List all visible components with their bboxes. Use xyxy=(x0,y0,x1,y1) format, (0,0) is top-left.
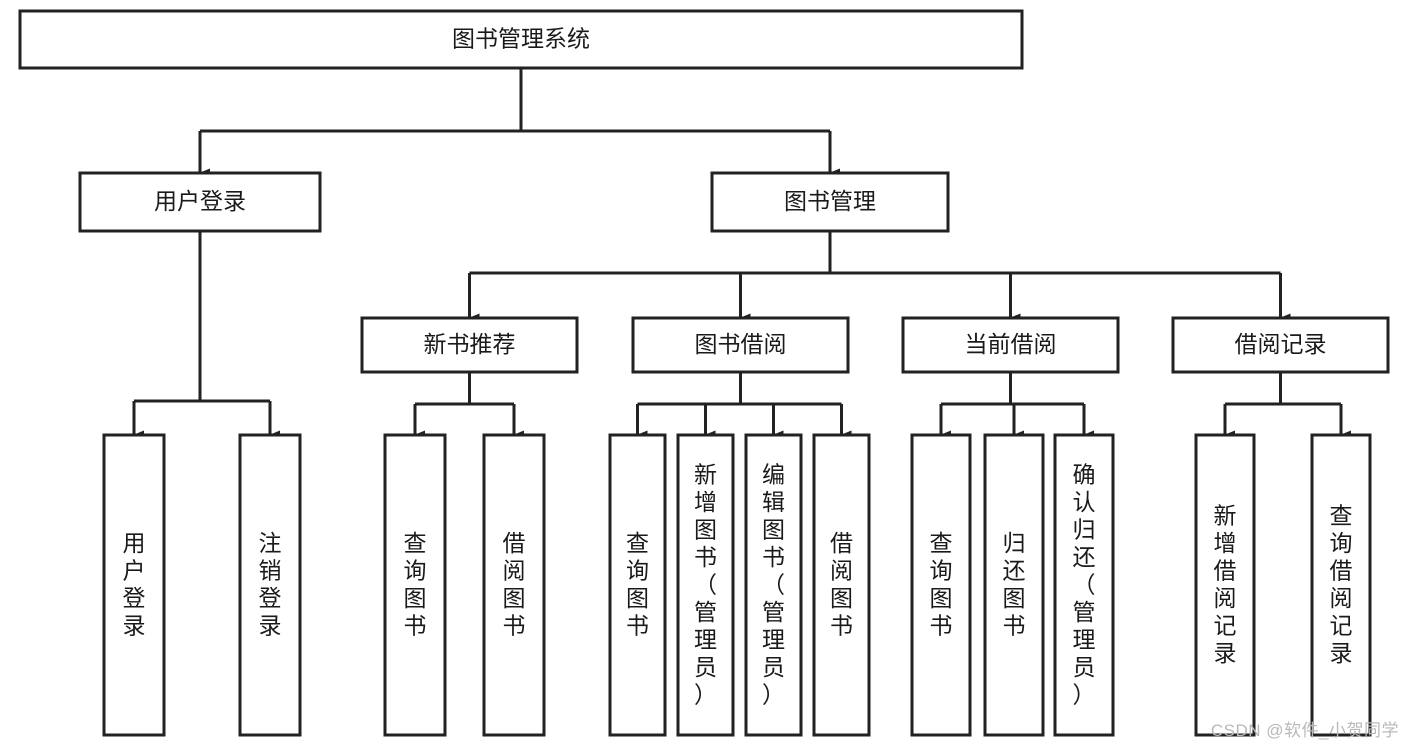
node-label: 注销登录 xyxy=(259,530,282,639)
node-leaf-borrow-book-1[interactable]: 借阅图书 xyxy=(482,433,546,737)
node-label: 查询图书 xyxy=(930,530,953,639)
node-leaf-query-book-2[interactable]: 查询图书 xyxy=(608,433,667,737)
node-label: 借阅图书 xyxy=(830,530,853,639)
node-box xyxy=(676,433,735,737)
node-box xyxy=(744,433,803,737)
node-label: 图书管理 xyxy=(784,188,876,214)
node-current-borrow[interactable]: 当前借阅 xyxy=(901,316,1120,374)
node-user-login[interactable]: 用户登录 xyxy=(78,171,322,233)
node-label: 查询图书 xyxy=(626,530,649,639)
node-label: 用户登录 xyxy=(154,188,246,214)
node-label: 编辑图书（管理员） xyxy=(762,461,785,707)
node-label: 当前借阅 xyxy=(965,331,1057,357)
node-leaf-confirm-return[interactable]: 确认归还（管理员） xyxy=(1053,433,1115,737)
node-box xyxy=(901,316,1120,374)
node-leaf-return-book[interactable]: 归还图书 xyxy=(983,433,1045,737)
node-book-borrow[interactable]: 图书借阅 xyxy=(631,316,850,374)
node-leaf-borrow-book-2[interactable]: 借阅图书 xyxy=(812,433,871,737)
node-label: 新书推荐 xyxy=(424,331,516,357)
node-box xyxy=(812,433,871,737)
node-new-book-recommend[interactable]: 新书推荐 xyxy=(360,316,579,374)
node-box xyxy=(631,316,850,374)
node-label: 新增借阅记录 xyxy=(1214,503,1237,667)
node-box xyxy=(78,171,322,233)
node-leaf-add-record[interactable]: 新增借阅记录 xyxy=(1194,433,1256,737)
nodes-layer: 图书管理系统用户登录图书管理新书推荐图书借阅当前借阅借阅记录用户登录注销登录查询… xyxy=(18,9,1390,737)
node-label: 借阅记录 xyxy=(1235,331,1327,357)
node-borrow-record[interactable]: 借阅记录 xyxy=(1171,316,1390,374)
node-leaf-add-book[interactable]: 新增图书（管理员） xyxy=(676,433,735,737)
node-box xyxy=(608,433,667,737)
node-label: 新增图书（管理员） xyxy=(694,461,717,707)
node-label: 图书管理系统 xyxy=(452,26,590,52)
node-box xyxy=(1310,433,1372,737)
node-box xyxy=(983,433,1045,737)
connectors-layer xyxy=(132,68,1351,440)
node-label: 归还图书 xyxy=(1003,530,1026,639)
csdn-watermark: CSDN @软件_小贺同学 xyxy=(1210,721,1399,740)
node-box xyxy=(383,433,447,737)
node-box xyxy=(1194,433,1256,737)
node-box xyxy=(1053,433,1115,737)
node-box xyxy=(360,316,579,374)
node-leaf-user-login[interactable]: 用户登录 xyxy=(102,433,166,737)
node-box xyxy=(910,433,972,737)
node-leaf-query-book-3[interactable]: 查询图书 xyxy=(910,433,972,737)
node-label: 借阅图书 xyxy=(503,530,526,639)
node-box xyxy=(238,433,302,737)
node-label: 查询图书 xyxy=(404,530,427,639)
node-box xyxy=(102,433,166,737)
node-label: 用户登录 xyxy=(123,530,146,639)
node-root[interactable]: 图书管理系统 xyxy=(18,9,1024,70)
node-box xyxy=(710,171,950,233)
node-label: 确认归还（管理员） xyxy=(1073,461,1096,707)
node-leaf-edit-book[interactable]: 编辑图书（管理员） xyxy=(744,433,803,737)
node-box xyxy=(1171,316,1390,374)
node-box xyxy=(18,9,1024,70)
node-leaf-query-book-1[interactable]: 查询图书 xyxy=(383,433,447,737)
node-leaf-logout[interactable]: 注销登录 xyxy=(238,433,302,737)
node-label: 查询借阅记录 xyxy=(1330,503,1353,667)
node-book-management[interactable]: 图书管理 xyxy=(710,171,950,233)
node-box xyxy=(482,433,546,737)
node-label: 图书借阅 xyxy=(695,331,787,357)
node-leaf-query-record[interactable]: 查询借阅记录 xyxy=(1310,433,1372,737)
